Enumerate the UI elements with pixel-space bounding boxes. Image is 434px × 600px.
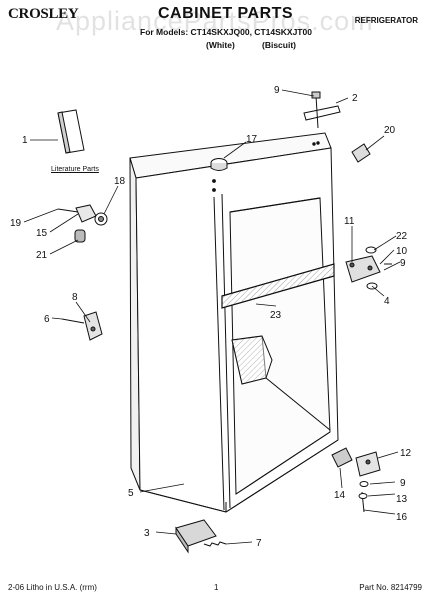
callout-18: 18 [114, 176, 126, 187]
callout-7: 7 [256, 538, 262, 549]
leader-lines [23, 89, 401, 545]
callout-16: 16 [396, 512, 408, 523]
center-hinge-assembly-icon [57, 204, 108, 243]
variant-white: (White) [206, 40, 235, 50]
callout-3: 3 [144, 528, 150, 539]
callout-5: 5 [128, 488, 134, 499]
leveling-leg-icon [175, 519, 227, 554]
callout-14: 14 [334, 490, 346, 501]
brand-logo: CROSLEY [8, 6, 79, 22]
page-title: CABINET PARTS [158, 5, 294, 22]
callout-numbers: 1 2 9 20 17 18 19 15 21 8 6 11 22 10 9 4… [10, 85, 412, 549]
callout-20: 20 [384, 125, 396, 136]
print-info: 2-06 Litho in U.S.A. (rrm) [8, 583, 97, 592]
literature-booklet-icon [57, 109, 85, 154]
callout-2: 2 [352, 93, 358, 104]
callout-15: 15 [36, 228, 48, 239]
variant-biscuit: (Biscuit) [262, 40, 296, 50]
callout-9-bottom: 9 [400, 478, 406, 489]
top-plug-icon [210, 158, 228, 171]
callout-23: 23 [270, 310, 282, 321]
callout-17: 17 [246, 134, 258, 145]
model-numbers: For Models: CT14SKXJQ00, CT14SKXJT00 [140, 27, 312, 37]
watermark: AppliancePartsPros.com [56, 6, 374, 36]
callout-6: 6 [44, 314, 50, 325]
callout-9-mid: 9 [400, 258, 406, 269]
callout-8: 8 [72, 292, 78, 303]
callout-13: 13 [396, 494, 408, 505]
callout-19: 19 [10, 218, 22, 229]
literature-parts-label: Literature Parts [51, 166, 99, 173]
refrigerator-cabinet [129, 132, 339, 513]
center-hinge-right-icon [345, 246, 392, 290]
callout-9-top: 9 [274, 85, 280, 96]
callout-11: 11 [344, 216, 355, 227]
callout-12: 12 [400, 448, 412, 459]
bottom-hinge-icon [331, 447, 381, 513]
hinge-cover-icon [351, 143, 371, 163]
callout-1: 1 [22, 135, 28, 146]
top-hinge-icon [303, 91, 341, 129]
callout-21: 21 [36, 250, 48, 261]
part-number: Part No. 8214799 [359, 583, 422, 592]
callout-4: 4 [384, 296, 390, 307]
page-number: 1 [214, 583, 219, 592]
door-stop-bracket-icon [61, 311, 103, 341]
callout-22: 22 [396, 231, 408, 242]
appliance-type: REFRIGERATOR [354, 16, 418, 25]
callout-10: 10 [396, 246, 408, 257]
